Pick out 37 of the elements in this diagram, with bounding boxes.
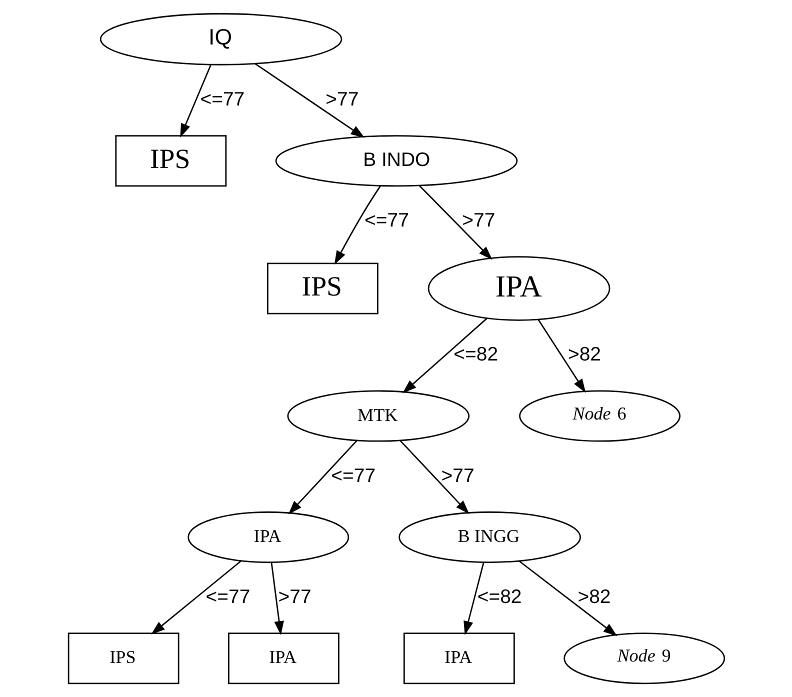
node-box: IPS — [67, 632, 179, 684]
arrow — [518, 560, 617, 636]
node-ellipse: Node 6 — [518, 390, 680, 442]
arrow — [150, 560, 242, 634]
arrow — [180, 64, 211, 138]
node-ellipse: IQ — [99, 13, 342, 66]
edge-label: <=77 — [200, 88, 244, 110]
edge-label: >77 — [278, 586, 311, 608]
node-box: IPA — [402, 632, 514, 684]
edge-label: <=82 — [453, 344, 498, 366]
node-ellipse: B INGG — [398, 511, 580, 563]
edge-label: >77 — [325, 88, 358, 110]
node-box: IPS — [266, 262, 378, 314]
node-ellipse: IPA — [187, 511, 349, 563]
arrow — [288, 440, 357, 514]
edge-label: <=77 — [330, 464, 376, 487]
node-ellipse: IPA — [427, 256, 610, 321]
edge-label: >77 — [440, 464, 474, 487]
arrow — [537, 319, 586, 393]
node-ellipse: MTK — [286, 390, 470, 442]
arrow — [402, 318, 488, 394]
node-box: IPS — [114, 135, 226, 187]
node-ellipse: Node 9 — [563, 632, 725, 684]
arrow — [399, 440, 469, 514]
edge-label: >82 — [567, 344, 601, 366]
edge-label: >82 — [577, 586, 610, 608]
edge-label: >77 — [462, 210, 495, 232]
arrow — [463, 562, 484, 636]
edge-label: <=82 — [476, 586, 522, 608]
node-box: IPA — [228, 632, 339, 684]
arrow — [270, 562, 284, 636]
arrow — [254, 63, 364, 138]
arrow — [418, 185, 492, 260]
edge-label: <=77 — [364, 210, 408, 232]
edge-label: <=77 — [205, 586, 250, 608]
arrow — [334, 185, 381, 265]
node-ellipse: B INDO — [274, 135, 518, 187]
